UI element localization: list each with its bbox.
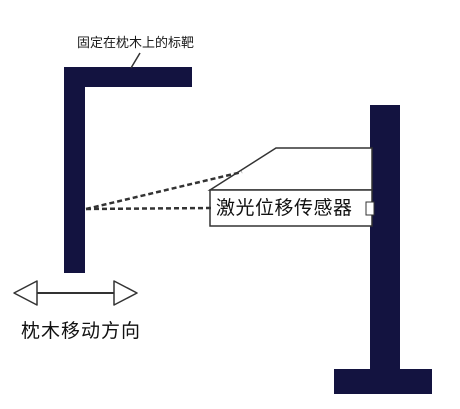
sensor-front-face <box>209 189 373 227</box>
sensor-window <box>365 201 375 216</box>
target-label: 固定在枕木上的标靶 <box>77 36 195 51</box>
movement-arrow <box>13 280 138 306</box>
post-vertical <box>370 105 400 375</box>
target-vertical-bar <box>64 67 85 273</box>
arrow-left-head <box>13 280 38 306</box>
sensor-top-face <box>207 147 373 191</box>
target-label-leader <box>130 52 141 69</box>
sensor-label: 激光位移传感器 <box>216 197 353 219</box>
laser-sensor-box <box>207 147 375 227</box>
post-base <box>334 369 432 394</box>
laser-beams <box>85 170 243 211</box>
laser-beam-upper <box>85 170 243 211</box>
arrow-right-head <box>113 280 138 306</box>
target-horizontal-bar <box>64 67 192 87</box>
laser-beam-lower <box>85 206 213 211</box>
direction-label: 枕木移动方向 <box>21 320 142 342</box>
sleeper-target <box>64 67 192 273</box>
sensor-support-post <box>334 105 432 394</box>
